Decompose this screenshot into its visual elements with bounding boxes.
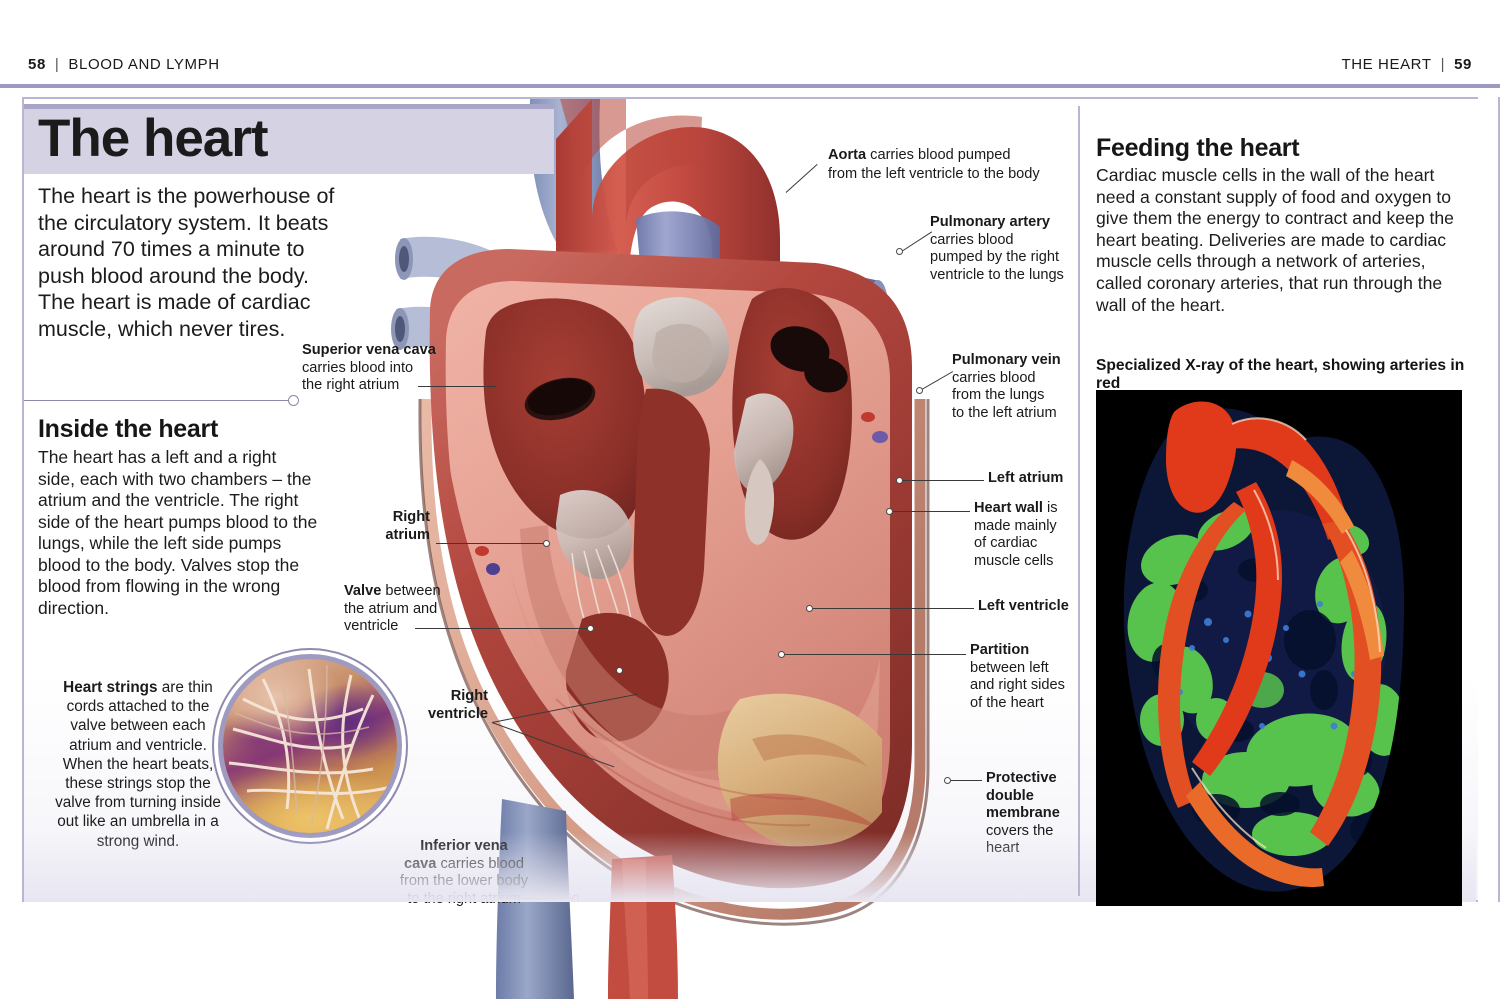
- label-heart-wall-bold: Heart wall: [974, 500, 1043, 516]
- leader-dot-pulmonary-vein: [916, 387, 923, 394]
- label-valve: Valve between the atrium and ventricle: [344, 583, 464, 636]
- label-superior-vena-cava: Superior vena cava carries blood into th…: [302, 342, 452, 395]
- leader-membrane: [948, 780, 982, 781]
- leader-right-atrium: [436, 543, 546, 544]
- label-heart-wall-rest: is made mainly of cardiac muscle cells: [974, 500, 1058, 569]
- label-pulmonary-artery-rest: carries blood pumped by the right ventri…: [930, 231, 1064, 283]
- page-title: The heart: [38, 109, 269, 168]
- intro-paragraph: The heart is the powerhouse of the circu…: [38, 184, 335, 341]
- label-left-atrium: Left atrium: [988, 470, 1098, 488]
- label-superior-vena-cava-bold: Superior vena cava: [302, 342, 436, 358]
- left-page-number: 58: [28, 56, 46, 73]
- label-heart-wall: Heart wall is made mainly of cardiac mus…: [974, 500, 1084, 570]
- label-membrane-bold: Protective double membrane: [986, 770, 1060, 822]
- heart-strings-photo: [223, 659, 397, 833]
- heart-strings-strands-svg: [228, 664, 392, 830]
- leader-heart-wall: [890, 511, 970, 512]
- leader-partition: [782, 654, 966, 655]
- leader-dot-partition: [778, 651, 785, 658]
- leader-left-atrium: [900, 480, 984, 481]
- intro-divider-dot: [288, 395, 299, 406]
- leader-superior-vena-cava: [418, 386, 496, 387]
- label-left-ventricle: Left ventricle: [978, 598, 1098, 616]
- running-head-separator-left: |: [54, 56, 60, 73]
- leader-inferior-vena-cava: [498, 898, 574, 899]
- label-pulmonary-vein: Pulmonary vein carries blood from the lu…: [952, 352, 1082, 422]
- right-page-number: 59: [1454, 56, 1472, 73]
- header-rule-left: [0, 84, 750, 88]
- label-superior-vena-cava-rest: carries blood into the right atrium: [302, 359, 414, 394]
- label-aorta-rest: carries blood pumped from the left ventr…: [828, 147, 1040, 182]
- spread-frame-right-edge: [1498, 97, 1500, 902]
- leader-dot-membrane: [944, 777, 951, 784]
- label-right-ventricle-bold: Right ventricle: [427, 688, 488, 722]
- title-band: [24, 104, 554, 174]
- running-head-separator-right: |: [1440, 56, 1446, 73]
- header-rule-right: [750, 84, 1500, 88]
- running-head-left: 58 | BLOOD AND LYMPH: [28, 56, 220, 73]
- running-head-right: THE HEART | 59: [1341, 56, 1472, 73]
- xray-image: [1096, 390, 1462, 906]
- left-section-title: BLOOD AND LYMPH: [68, 56, 220, 73]
- label-valve-bold: Valve: [344, 583, 382, 599]
- feeding-the-heart-block: Feeding the heart Cardiac muscle cells i…: [1096, 134, 1466, 316]
- xray-caption: Specialized X-ray of the heart, showing …: [1096, 357, 1465, 392]
- label-valve-rest: between the atrium and ventricle: [344, 583, 441, 635]
- label-pulmonary-vein-bold: Pulmonary vein: [952, 352, 1061, 368]
- heart-strings-caption-rest: are thin cords attached to the valve bet…: [55, 679, 221, 850]
- label-right-atrium: Right atrium: [330, 509, 430, 544]
- feeding-the-heart-body: Cardiac muscle cells in the wall of the …: [1096, 165, 1454, 315]
- inside-the-heart-heading: Inside the heart: [38, 415, 218, 443]
- leader-dot-heart-wall: [886, 508, 893, 515]
- leader-dot-inferior-vena-cava: [572, 895, 579, 902]
- label-aorta-bold: Aorta: [828, 147, 867, 163]
- leader-dot-valve: [587, 625, 594, 632]
- intro-divider-line: [24, 400, 294, 401]
- feeding-the-heart-heading: Feeding the heart: [1096, 134, 1300, 162]
- label-right-atrium-bold: Right atrium: [385, 509, 430, 543]
- label-left-atrium-bold: Left atrium: [988, 470, 1064, 486]
- label-left-ventricle-bold: Left ventricle: [978, 598, 1069, 614]
- label-pulmonary-artery: Pulmonary artery carries blood pumped by…: [930, 214, 1070, 284]
- label-partition-rest: between left and right sides of the hear…: [970, 659, 1065, 711]
- title-band-top-rule: [24, 104, 554, 109]
- label-pulmonary-artery-bold: Pulmonary artery: [930, 214, 1051, 230]
- label-membrane-rest: covers the heart: [986, 822, 1054, 857]
- leader-valve: [415, 628, 590, 629]
- leader-dot-pulmonary-artery: [896, 248, 903, 255]
- label-partition-bold: Partition: [970, 642, 1030, 658]
- label-aorta: Aorta carries blood pumped from the left…: [828, 146, 1058, 184]
- inside-the-heart-block: Inside the heart The heart has a left an…: [38, 415, 318, 619]
- right-column-divider: [1078, 106, 1080, 896]
- heart-strings-inset-circle: [212, 648, 408, 844]
- label-protective-double-membrane: Protective double membrane covers the he…: [986, 770, 1096, 858]
- heart-strings-inset-ring: [218, 654, 402, 838]
- xray-heart-svg: [1096, 390, 1462, 906]
- label-partition: Partition between left and right sides o…: [970, 642, 1080, 712]
- leader-dot-left-ventricle: [806, 605, 813, 612]
- inside-the-heart-body: The heart has a left and a right side, e…: [38, 447, 318, 618]
- leader-dot-right-atrium: [543, 540, 550, 547]
- leader-left-ventricle: [810, 608, 974, 609]
- label-pulmonary-vein-rest: carries blood from the lungs to the left…: [952, 369, 1057, 421]
- heart-strings-caption: Heart strings are thin cords attached to…: [52, 678, 224, 851]
- leader-dot-right-ventricle: [616, 667, 623, 674]
- label-right-ventricle: Right ventricle: [396, 688, 488, 723]
- right-section-title: THE HEART: [1341, 56, 1432, 73]
- leader-dot-left-atrium: [896, 477, 903, 484]
- heart-strings-caption-lead: Heart strings: [63, 679, 158, 696]
